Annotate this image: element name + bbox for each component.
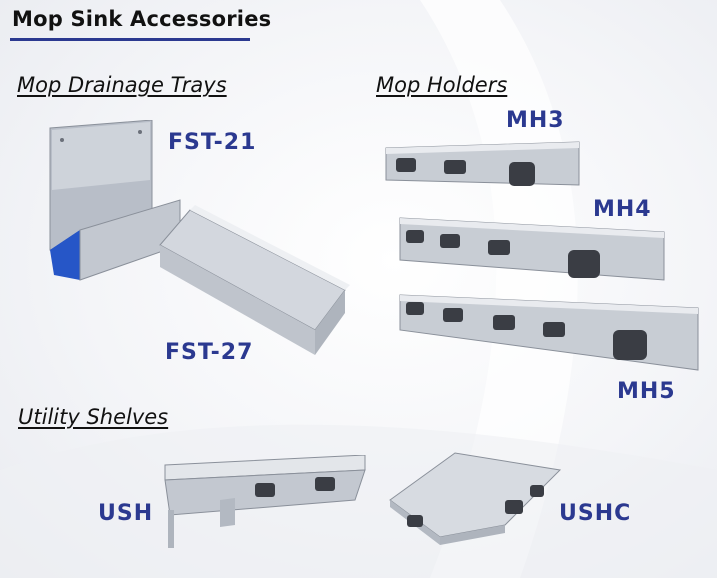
product-code-ushc: USHC <box>559 501 632 526</box>
fst21-tray-image <box>49 120 181 281</box>
mh3-holder-image <box>385 141 580 186</box>
product-code-mh5: MH5 <box>617 379 676 404</box>
product-code-fst27: FST-27 <box>165 340 254 365</box>
product-code-mh4: MH4 <box>593 197 652 222</box>
section-heading-drainage: Mop Drainage Trays <box>17 73 227 97</box>
mh4-holder-image <box>399 217 665 281</box>
ush-shelf-image <box>164 455 366 548</box>
product-code-ush: USH <box>98 501 154 526</box>
product-code-fst21: FST-21 <box>168 130 257 155</box>
fst27-tray-image <box>159 205 350 355</box>
ushc-shelf-image <box>389 452 562 545</box>
page-title: Mop Sink Accessories <box>12 7 272 31</box>
product-code-mh3: MH3 <box>506 108 565 133</box>
title-underline <box>10 38 250 41</box>
section-heading-shelves: Utility Shelves <box>18 405 169 429</box>
mh5-holder-image <box>399 294 699 371</box>
section-heading-holders: Mop Holders <box>376 73 508 97</box>
